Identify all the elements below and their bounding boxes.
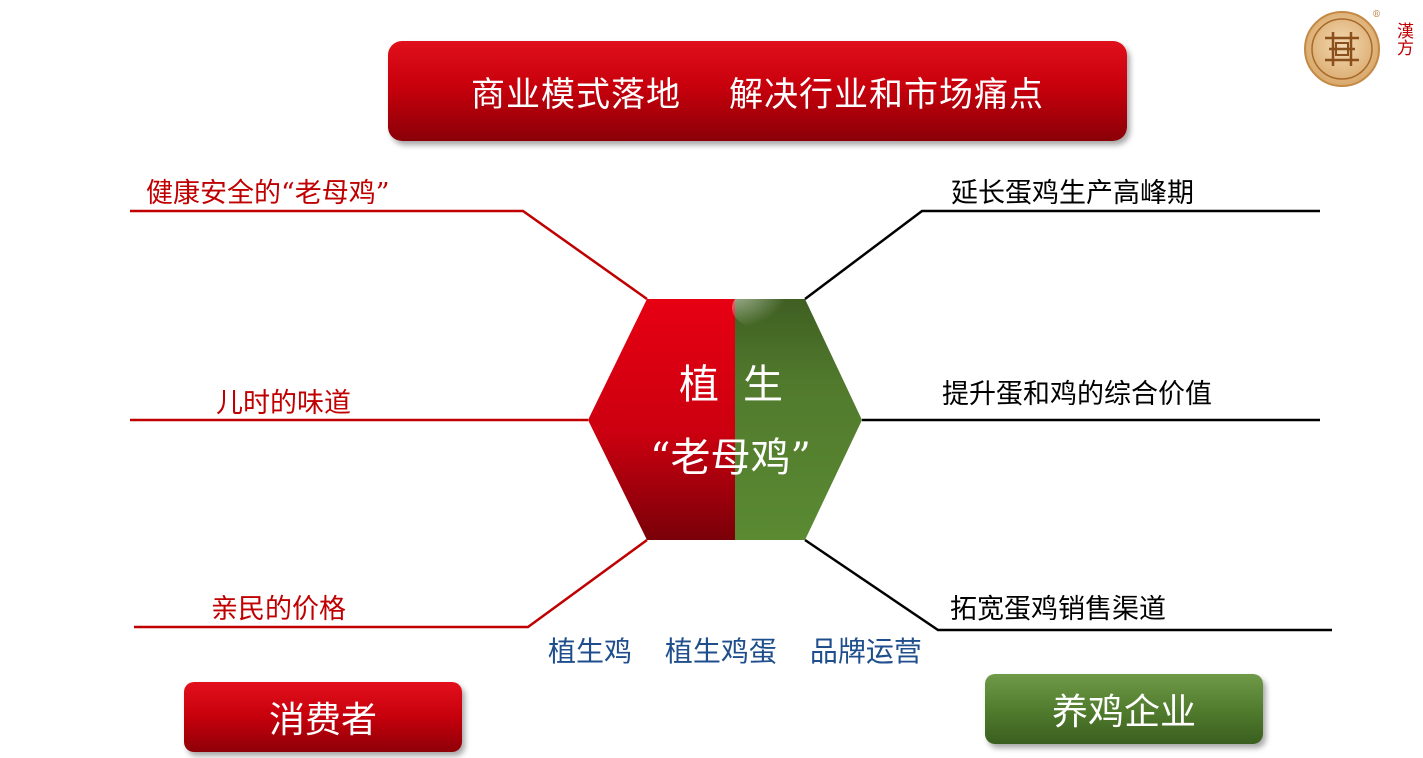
right-label-value: 提升蛋和鸡的综合价值	[942, 379, 1212, 410]
hexagon-char-left: 植	[679, 362, 719, 408]
hexagon-red-half	[588, 299, 735, 540]
right-label-channel: 拓宽蛋鸡销售渠道	[950, 594, 1166, 625]
right-label-peak: 延长蛋鸡生产高峰期	[951, 178, 1194, 209]
product-item: 植生鸡	[548, 635, 633, 668]
hexagon-green-half	[735, 299, 862, 540]
center-hexagon	[588, 288, 862, 540]
logo-wordmark: 漢方	[1393, 22, 1413, 56]
consumer-button[interactable]: 消费者	[184, 682, 462, 752]
left-label-healthy: 健康安全的“老母鸡”	[146, 178, 390, 209]
connector-left-bottom	[134, 538, 648, 629]
title-left: 商业模式落地	[471, 74, 681, 115]
title-right: 解决行业和市场痛点	[729, 74, 1044, 115]
hexagon-shine	[732, 288, 788, 328]
left-label-price: 亲民的价格	[211, 594, 346, 625]
product-line: 植生鸡 植生鸡蛋 品牌运营	[548, 630, 940, 670]
registered-mark: ®	[1372, 10, 1381, 20]
left-label-childhood: 儿时的味道	[216, 388, 351, 419]
title-banner: 商业模式落地 解决行业和市场痛点	[388, 41, 1127, 141]
product-item: 植生鸡蛋	[664, 635, 777, 668]
connector-right-bottom	[804, 538, 1332, 632]
connector-right-top	[804, 209, 1320, 300]
farm-enterprise-button[interactable]: 养鸡企业	[985, 674, 1263, 744]
brand-logo-icon	[1304, 11, 1380, 87]
product-item: 品牌运营	[809, 635, 922, 668]
hexagon-char-right: 生	[743, 362, 783, 408]
connector-left-top	[130, 209, 648, 301]
left-connectors	[130, 209, 648, 629]
right-connectors	[804, 209, 1332, 632]
hexagon-subtitle: “老母鸡”	[650, 435, 811, 481]
